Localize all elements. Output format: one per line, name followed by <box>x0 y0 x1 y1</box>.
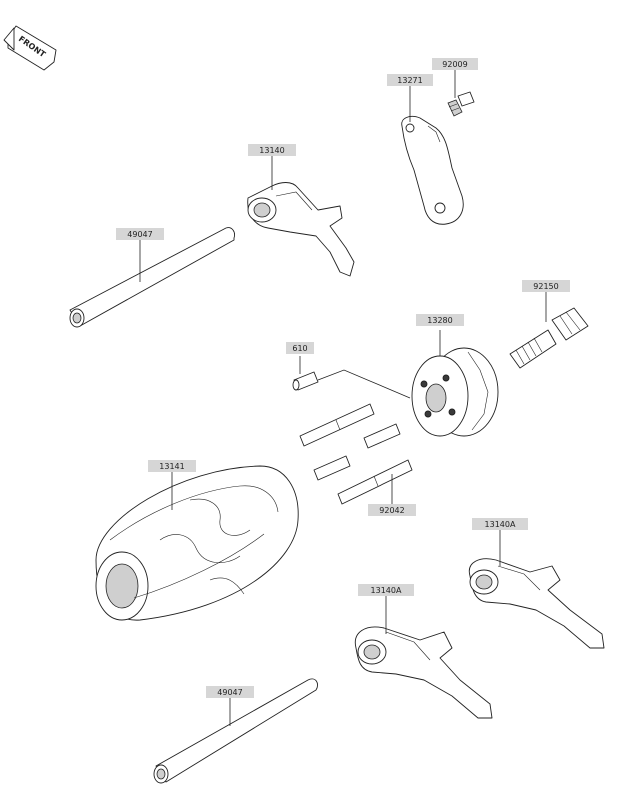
part-92042-pins <box>299 403 413 505</box>
callout-92009: 92009 <box>432 58 478 70</box>
callout-text: 49047 <box>127 230 152 239</box>
callout-text: 13271 <box>397 76 422 85</box>
part-49047-shaft-top <box>69 227 235 328</box>
part-13140A-shift-fork-right <box>468 558 605 649</box>
part-13140-shift-fork <box>247 182 355 277</box>
callout-13280: 13280 <box>416 314 464 326</box>
callout-text: 13141 <box>159 462 184 471</box>
callout-49047-bottom: 49047 <box>206 686 254 698</box>
callout-text: 92042 <box>379 506 404 515</box>
part-13271-plate <box>401 115 464 225</box>
callout-text: 49047 <box>217 688 242 697</box>
callout-text: 13140A <box>371 586 402 595</box>
part-92150-bolt <box>509 307 589 369</box>
front-direction-marker: FRONT <box>3 25 57 71</box>
callout-text: 13280 <box>427 316 452 325</box>
callout-610: 610 <box>286 342 314 354</box>
part-13280-shift-drum-cam <box>411 347 499 437</box>
part-49047-shaft-bottom <box>153 678 319 784</box>
callout-49047-top: 49047 <box>116 228 164 240</box>
part-13141-shift-drum <box>95 465 299 621</box>
callout-13271: 13271 <box>387 74 433 86</box>
callout-13141: 13141 <box>148 460 196 472</box>
callout-13140A-mid: 13140A <box>358 584 414 596</box>
part-92009-bolt <box>447 91 475 117</box>
callout-text: 610 <box>292 344 307 353</box>
front-arrow-head-icon <box>3 27 15 51</box>
callout-13140A-right: 13140A <box>472 518 528 530</box>
callout-13140: 13140 <box>248 144 296 156</box>
callout-text: 13140 <box>259 146 284 155</box>
leader-610-to-cam <box>317 369 411 399</box>
callout-92150: 92150 <box>522 280 570 292</box>
part-13140A-shift-fork-mid <box>354 626 493 719</box>
callout-text: 92150 <box>533 282 558 291</box>
callout-text: 92009 <box>442 60 467 69</box>
part-610-pin <box>292 371 319 391</box>
callout-92042: 92042 <box>368 504 416 516</box>
callout-text: 13140A <box>485 520 516 529</box>
